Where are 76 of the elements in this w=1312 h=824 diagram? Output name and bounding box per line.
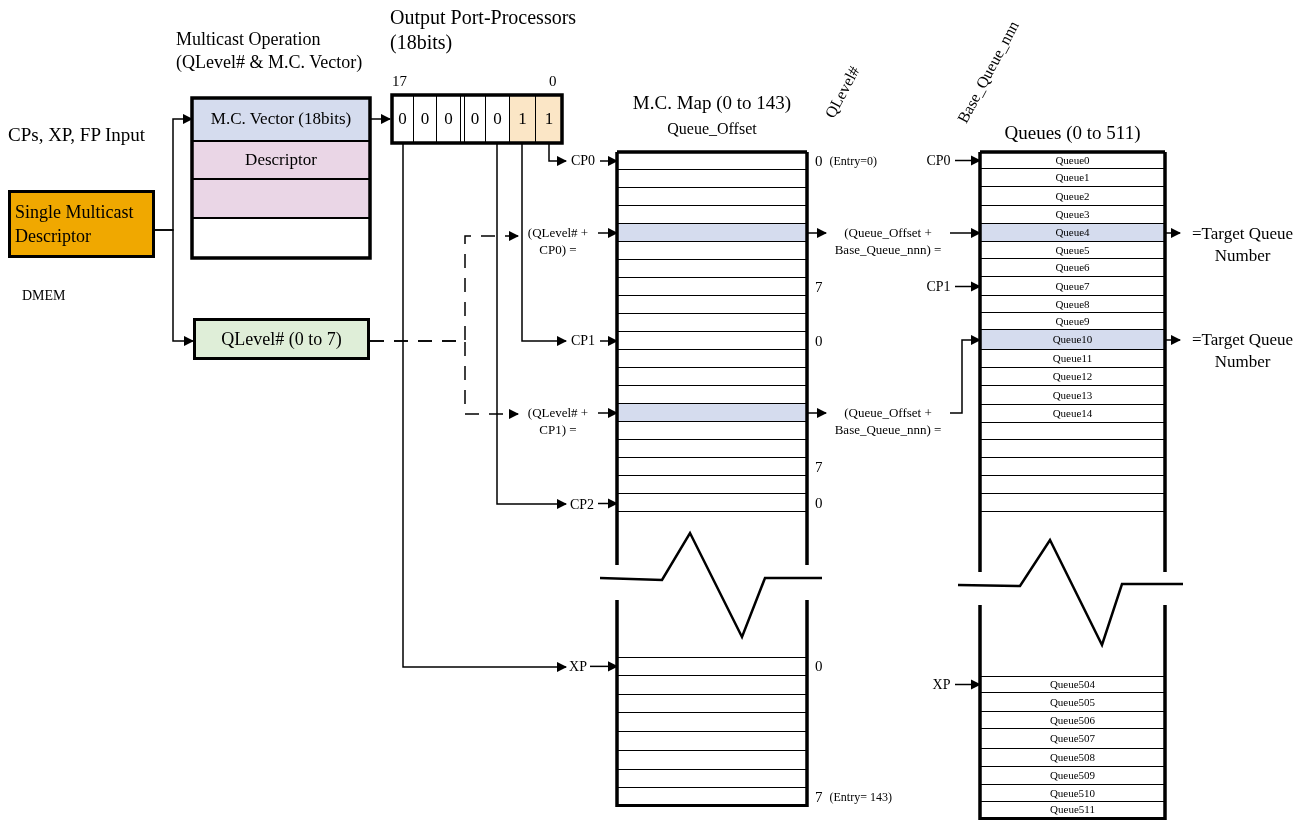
queue-row: Queue504 [980, 676, 1165, 693]
queue-row: Queue0 [980, 152, 1165, 169]
bit-cell: 0 [464, 95, 485, 143]
queue-row: Queue10 [980, 330, 1165, 350]
block-heading: Multicast Operation (QLevel# & M.C. Vector) [176, 28, 364, 73]
queue-row: Queue4 [980, 224, 1165, 242]
arrow [402, 142, 568, 673]
bit-cell: 0 [413, 95, 436, 143]
row-index: 7 [815, 458, 823, 476]
row-index: 0 [815, 332, 823, 350]
input-label: CPs, XP, FP Input [8, 124, 146, 147]
bit-index: 17 [392, 72, 407, 90]
arrow [1164, 334, 1182, 346]
port-label: CP2 [566, 495, 598, 515]
queue-row: Queue14 [980, 405, 1165, 423]
queue-row: Queue511 [980, 802, 1165, 820]
row-index: 0 [815, 494, 823, 512]
table-row [617, 404, 807, 422]
table-row [617, 657, 807, 676]
table-heading: Queues (0 to 511) [1004, 122, 1142, 145]
memory-row: Descriptor [192, 140, 370, 178]
queue-row: Queue509 [980, 767, 1165, 785]
queue-row: Queue5 [980, 242, 1165, 259]
queue-row: Queue506 [980, 712, 1165, 729]
port-label: XP [928, 675, 955, 695]
bit-cell: 1 [509, 95, 535, 143]
entry-note: (Entry=0) [829, 153, 877, 169]
queue-row: Queue6 [980, 259, 1165, 277]
port-label: CP0 [566, 151, 600, 171]
arrow [548, 142, 568, 167]
arrow [496, 142, 568, 510]
arrow [369, 113, 392, 125]
queue-row: Queue12 [980, 368, 1165, 386]
formula-label: (Queue_Offset + Base_Queue_nnn) = [826, 222, 950, 262]
port-label: CP1 [566, 331, 600, 351]
queue-row: Queue510 [980, 785, 1165, 802]
arrow [806, 227, 828, 239]
row-index: 0 [815, 152, 823, 170]
row-index: 0 [815, 657, 823, 675]
descriptor-box: Single Multicast Descriptor [8, 190, 155, 258]
result-label: =Target Queue Number [1180, 222, 1305, 268]
memory-row: M.C. Vector (18bits) [192, 98, 370, 140]
qlevel-box: QLevel# (0 to 7) [193, 318, 370, 360]
queue-row: Queue13 [980, 386, 1165, 405]
queue-row: Queue1 [980, 169, 1165, 187]
bit-cell: 0 [392, 95, 413, 143]
table-row [617, 224, 807, 242]
result-label: =Target Queue Number [1180, 328, 1305, 374]
queue-row: Queue7 [980, 277, 1165, 296]
memory-label: DMEM [22, 288, 66, 304]
formula-label: (Queue_Offset + Base_Queue_nnn) = [826, 402, 950, 442]
arrow [521, 142, 568, 347]
entry-note: (Entry= 143) [829, 790, 892, 806]
row-index: 7 [815, 278, 823, 296]
queue-row: Queue2 [980, 187, 1165, 206]
register-heading: Output Port-Processors (18bits) [390, 5, 578, 55]
queue-row: Queue505 [980, 693, 1165, 712]
arrow [1164, 227, 1182, 239]
queue-row: Queue508 [980, 749, 1165, 767]
arrow [806, 407, 828, 419]
formula-label: (QLevel# + CP1) = [518, 402, 598, 442]
queue-row: Queue8 [980, 296, 1165, 313]
formula-label: (QLevel# + CP0) = [518, 222, 598, 262]
column-heading: Queue_Offset [666, 119, 758, 139]
port-label: CP1 [922, 277, 955, 297]
dashed-arrow [369, 340, 520, 420]
row-index: 7 [815, 789, 823, 807]
queue-row: Queue11 [980, 350, 1165, 368]
port-label: XP [566, 657, 590, 677]
memory-row [192, 178, 370, 217]
queue-row: Queue507 [980, 729, 1165, 749]
table-heading: M.C. Map (0 to 143) [631, 91, 793, 115]
bit-index: 0 [549, 72, 557, 90]
port-label: CP0 [922, 151, 955, 171]
bit-cell: 0 [436, 95, 461, 143]
arrow [154, 229, 195, 347]
